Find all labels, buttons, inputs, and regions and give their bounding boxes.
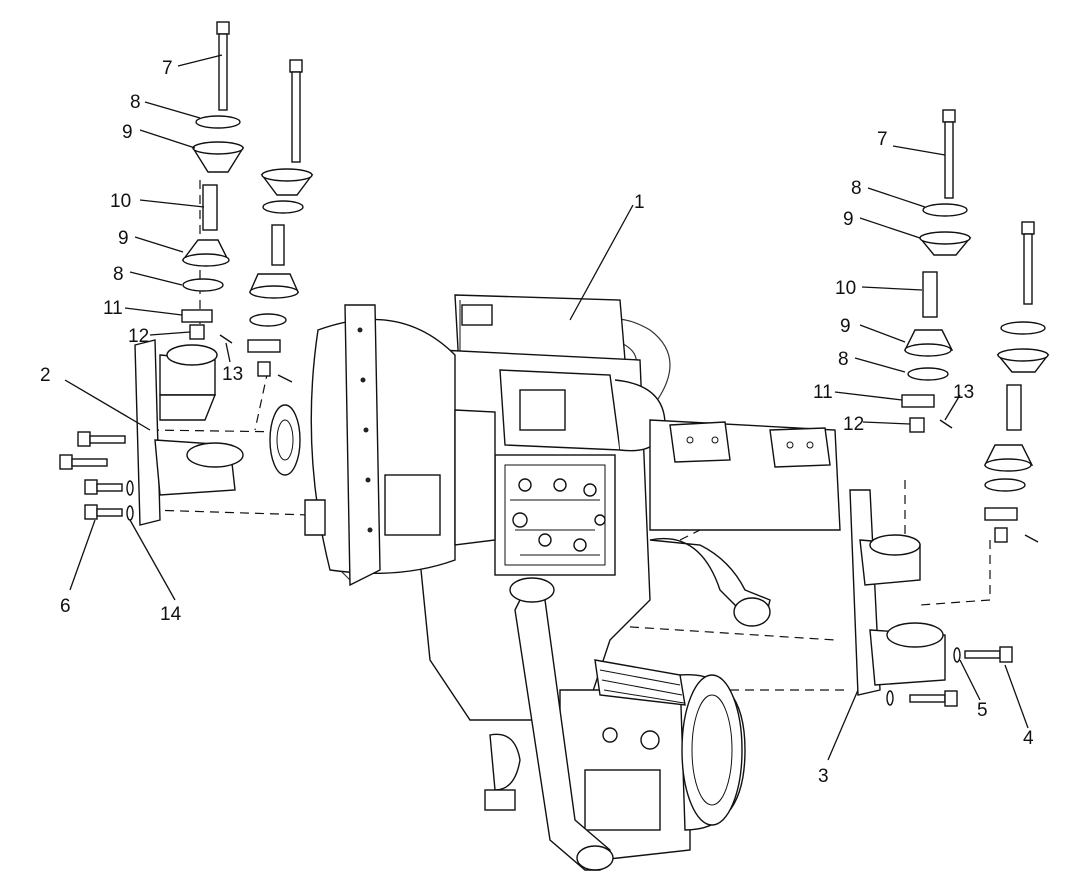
leader-lines	[64, 54, 1029, 761]
callout-7-left: 7	[162, 58, 173, 79]
transmission-assembly	[269, 294, 841, 871]
right-stack-a	[901, 109, 972, 433]
callout-9-right-bottom: 9	[840, 316, 851, 337]
callout-9-left-top: 9	[122, 122, 133, 143]
callout-10-left: 10	[110, 191, 131, 212]
callout-1: 1	[634, 192, 645, 213]
callout-8-right-top: 8	[851, 178, 862, 199]
right-bolt-set	[886, 646, 1013, 707]
callout-11-left: 11	[103, 298, 123, 319]
callout-11-right: 11	[813, 382, 833, 403]
callout-12-right: 12	[843, 414, 864, 435]
callout-13-left: 13	[222, 364, 243, 385]
left-bolt-set	[59, 431, 134, 521]
callout-12-left: 12	[128, 326, 149, 347]
right-mount-bracket	[849, 489, 946, 696]
callout-8-right-bottom: 8	[838, 349, 849, 370]
callout-9-left-bottom: 9	[118, 228, 129, 249]
callout-9-right-top: 9	[843, 209, 854, 230]
callout-8-left-bottom: 8	[113, 264, 124, 285]
callout-14: 14	[160, 604, 182, 625]
left-mount-bracket	[134, 339, 244, 526]
right-stack-b	[983, 221, 1050, 543]
callout-5: 5	[977, 700, 988, 721]
callout-10-right: 10	[835, 278, 856, 299]
callout-6: 6	[60, 596, 71, 617]
callout-3: 3	[818, 766, 829, 787]
callout-8-left-top: 8	[130, 92, 141, 113]
callout-2: 2	[40, 365, 51, 386]
callout-4: 4	[1023, 728, 1034, 749]
callout-7-right: 7	[877, 129, 888, 150]
callout-13-right: 13	[953, 382, 974, 403]
left-stack-a	[181, 21, 245, 344]
left-stack-b	[247, 59, 314, 383]
